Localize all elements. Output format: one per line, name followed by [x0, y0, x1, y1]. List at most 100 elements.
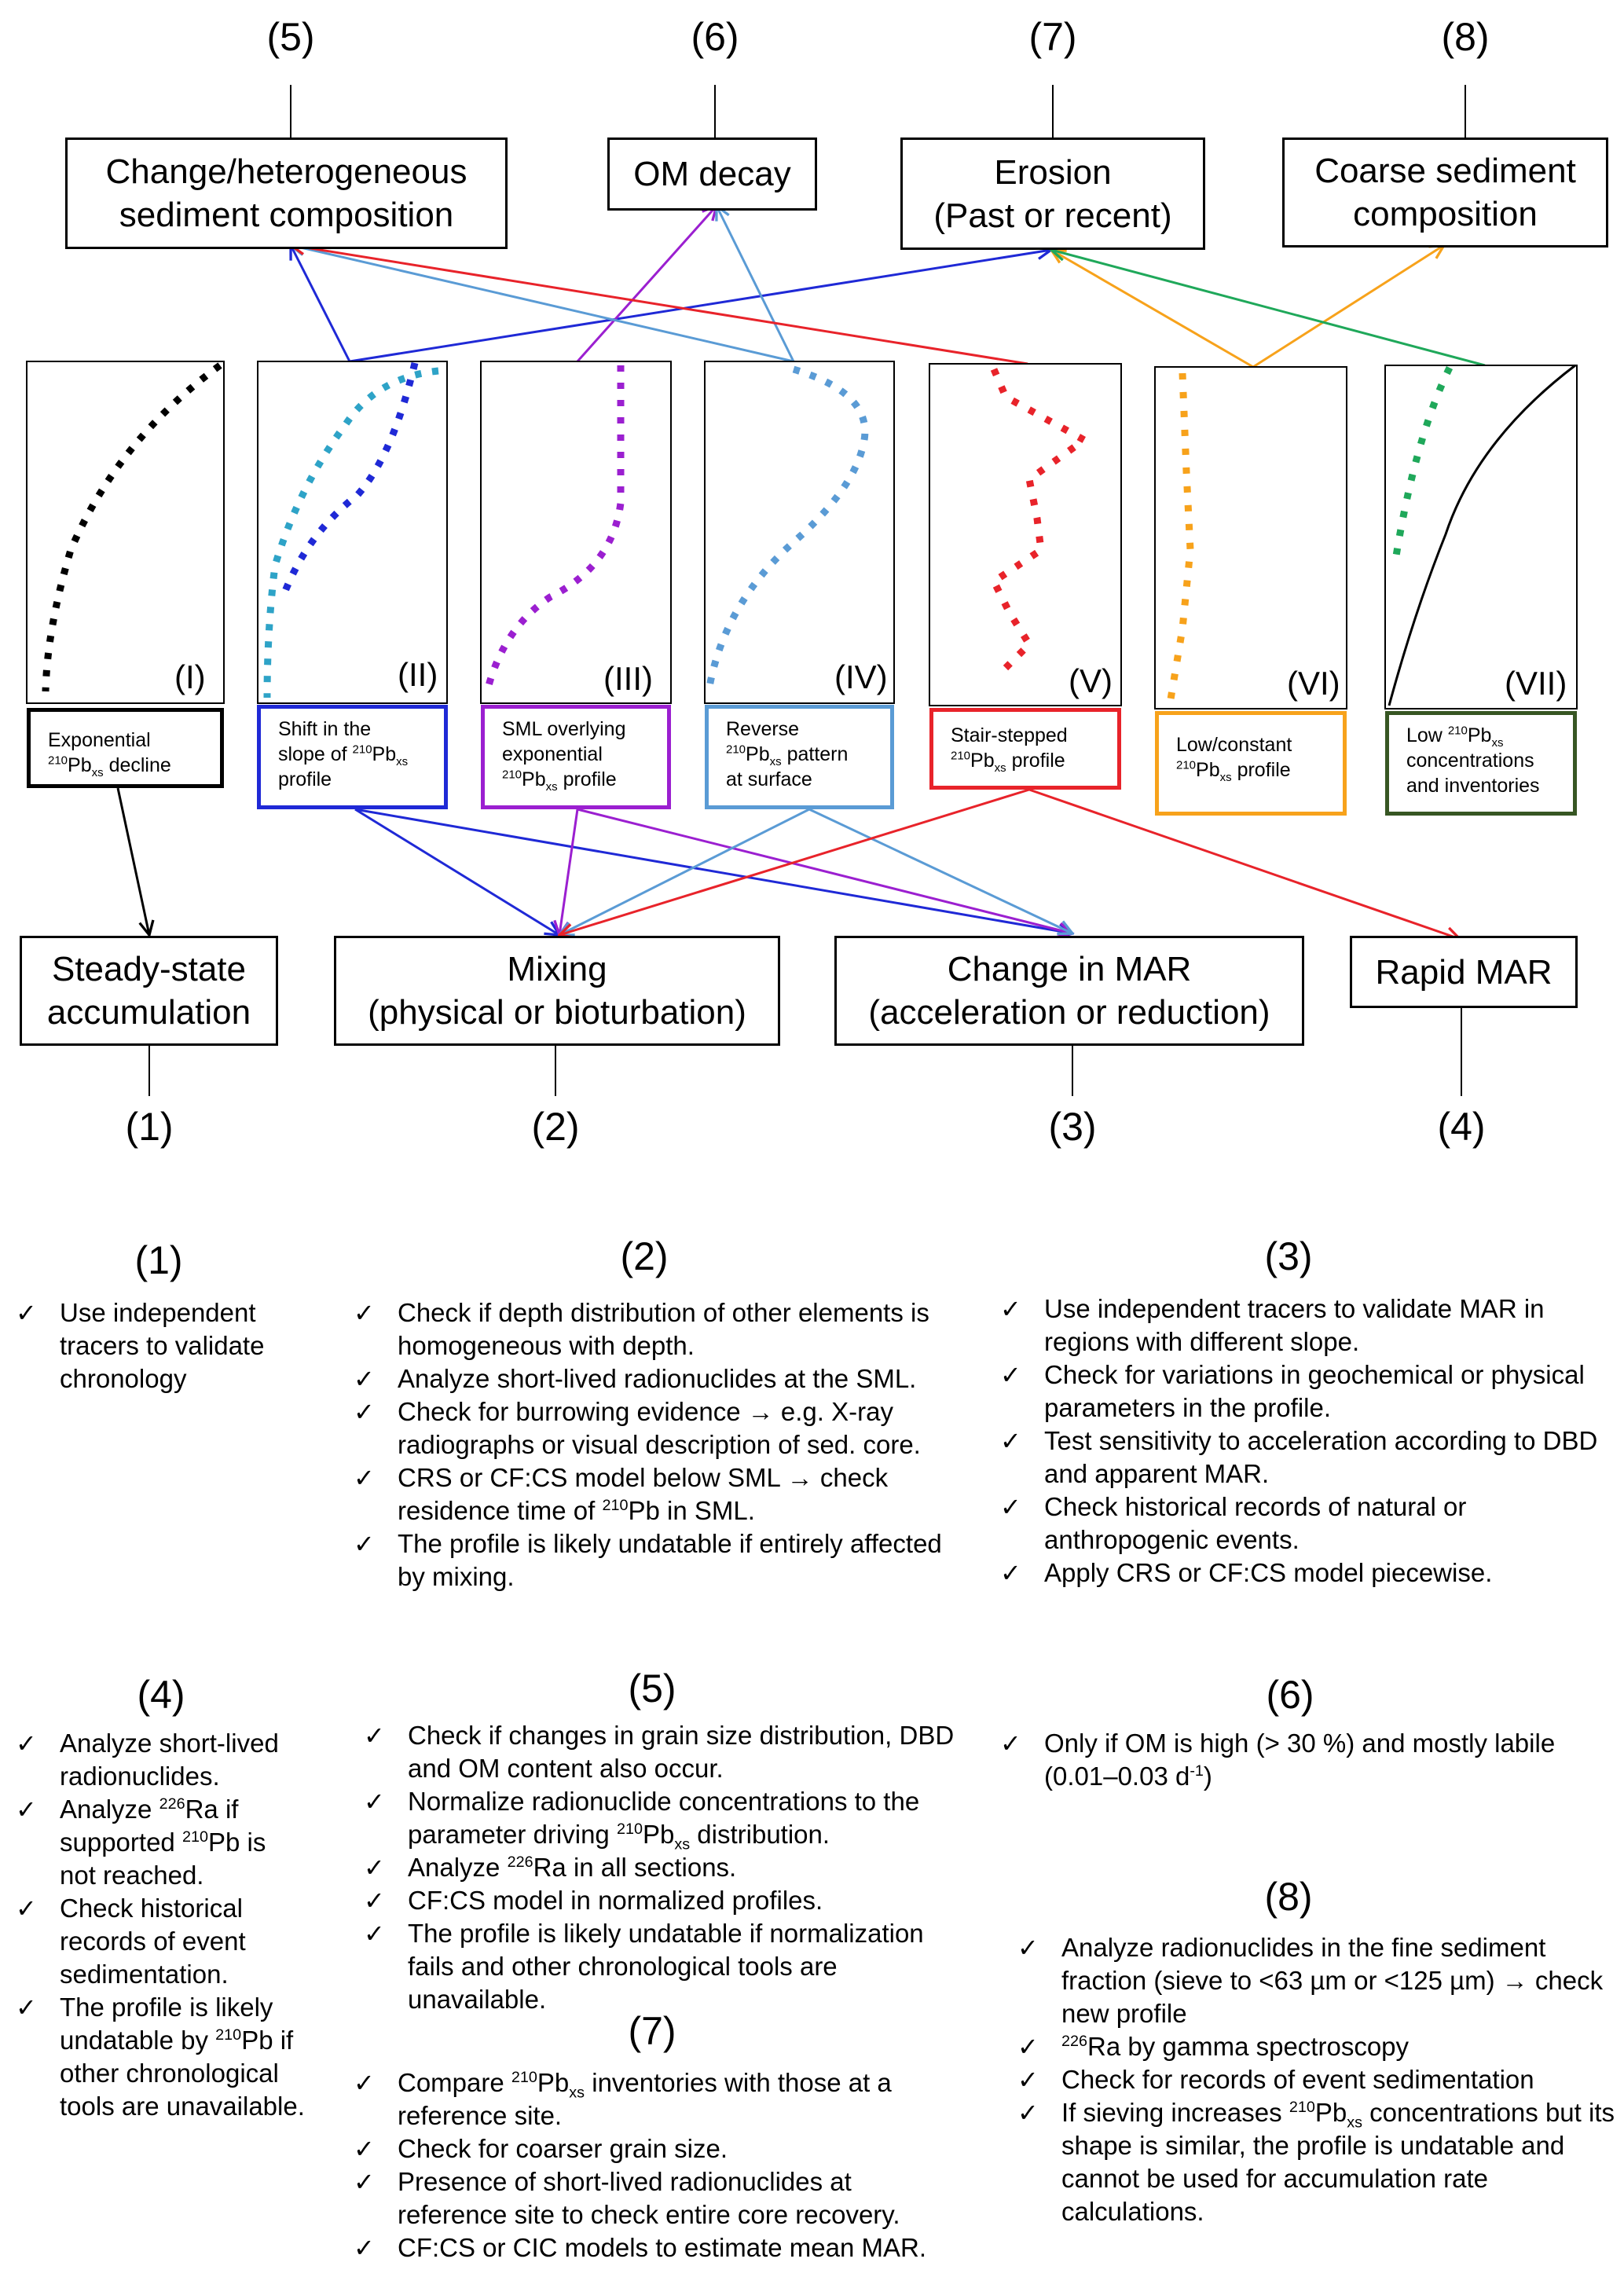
roman-VI: (VI) [1287, 665, 1340, 702]
rec-item: Check if changes in grain size distribut… [364, 1719, 961, 1785]
arrow-V-to-4 [1028, 788, 1460, 939]
rec-heading-2: (2) [620, 1234, 669, 1278]
rec-item: 226Ra by gamma spectroscopy [1017, 2030, 1615, 2063]
rec-item: Use independent tracers to validate chro… [16, 1296, 299, 1395]
rec-list-3: Use independent tracers to validate MAR … [1000, 1292, 1613, 1590]
cause-box-8: Coarse sediment composition [1282, 138, 1608, 248]
rec-item: Check for coarser grain size. [354, 2132, 951, 2165]
arrow-III-to-2 [559, 808, 579, 935]
rec-item: The profile is likely undatable by 210Pb… [16, 1991, 306, 2123]
rec-item: CF:CS or CIC models to estimate mean MAR… [354, 2231, 951, 2264]
number-6: (6) [691, 15, 739, 59]
rec-item: Analyze short-lived radionuclides at the… [354, 1362, 951, 1395]
rec-item: Compare 210Pbxs inventories with those a… [354, 2066, 951, 2132]
top-connectors [290, 85, 1466, 138]
profile-IV-curve [705, 365, 869, 692]
rec-heading-5: (5) [628, 1666, 676, 1710]
rec-item: Test sensitivity to acceleration accordi… [1000, 1424, 1613, 1490]
rec-item: Analyze short-lived radionuclides. [16, 1727, 306, 1793]
number-1: (1) [125, 1105, 174, 1149]
arrow-IV-to-2 [559, 808, 810, 935]
panel-I [26, 361, 225, 704]
roman-VII: (VII) [1505, 665, 1567, 702]
rec-item: Analyze 226Ra if supported 210Pb is not … [16, 1793, 306, 1892]
rec-item: Analyze 226Ra in all sections. [364, 1851, 961, 1884]
arrow-VI-to-8 [1252, 245, 1444, 368]
arrow-III-to-3 [577, 808, 1072, 933]
rec-heading-4: (4) [137, 1673, 185, 1717]
rec-item: Normalize radionuclide concentrations to… [364, 1785, 961, 1852]
arrow-VII-to-7 [1051, 250, 1486, 367]
rec-item: Only if OM is high (> 30 %) and mostly l… [1000, 1727, 1613, 1793]
profile-II-curve-a [263, 367, 439, 698]
arrow-I-to-1 [116, 787, 149, 935]
rec-list-4: Analyze short-lived radionuclides.Analyz… [16, 1727, 306, 2123]
roman-II: (II) [398, 656, 438, 693]
number-3: (3) [1048, 1105, 1097, 1149]
profile-VII-curve-solid [1388, 364, 1576, 706]
panel-VII [1384, 365, 1578, 710]
roman-III: (III) [603, 660, 653, 697]
arrow-II-to-2 [354, 808, 559, 935]
arrow-IV-to-6 [717, 206, 795, 362]
rec-item: Use independent tracers to validate MAR … [1000, 1292, 1613, 1358]
profile-VII-curve-dotted [1391, 366, 1454, 566]
rec-item: Check historical records of event sedime… [16, 1892, 306, 1991]
panel-III [480, 361, 672, 704]
roman-I: (I) [174, 658, 206, 695]
panel-VI [1154, 366, 1347, 710]
rec-item: Check for records of event sedimentation [1017, 2063, 1615, 2096]
rec-item: The profile is likely undatable if norma… [364, 1917, 961, 2016]
arrow-V-to-5 [291, 245, 1028, 365]
rec-item: Check historical records of natural or a… [1000, 1490, 1613, 1556]
arrow-VI-to-7 [1051, 250, 1254, 368]
process-box-2: Mixing (physical or bioturbation) [334, 936, 780, 1046]
arrow-V-to-2 [559, 788, 1030, 935]
cause-box-7: Erosion (Past or recent) [900, 138, 1205, 250]
rec-list-1: Use independent tracers to validate chro… [16, 1296, 299, 1395]
rec-item: The profile is likely undatable if entir… [354, 1527, 951, 1593]
rec-list-5: Check if changes in grain size distribut… [364, 1719, 961, 2016]
rec-heading-1: (1) [134, 1238, 183, 1282]
rec-list-7: Compare 210Pbxs inventories with those a… [354, 2066, 951, 2264]
arrow-II-to-5 [291, 245, 351, 362]
roman-IV: (IV) [834, 658, 888, 695]
arrow-II-to-3 [354, 808, 1072, 933]
arrow-II-to-7 [349, 250, 1051, 363]
rec-item: Presence of short-lived radionuclides at… [354, 2165, 951, 2231]
number-5: (5) [266, 15, 315, 59]
process-box-3: Change in MAR (acceleration or reduction… [834, 936, 1304, 1046]
rec-list-8: Analyze radionuclides in the fine sedime… [1017, 1931, 1615, 2228]
cause-box-5: Change/heterogeneous sediment compositio… [65, 138, 508, 249]
arrow-III-to-6 [576, 206, 717, 362]
rec-item: Check for burrowing evidence → e.g. X-ra… [354, 1395, 951, 1461]
rec-item: If sieving increases 210Pbxs concentrati… [1017, 2096, 1615, 2228]
number-8: (8) [1441, 15, 1490, 59]
profile-III-curve [483, 365, 625, 693]
rec-list-2: Check if depth distribution of other ele… [354, 1296, 951, 1593]
rec-item: Check for variations in geochemical or p… [1000, 1358, 1613, 1424]
number-4: (4) [1437, 1105, 1486, 1149]
arrow-IV-to-5 [291, 245, 794, 363]
number-2: (2) [531, 1105, 580, 1149]
arrow-IV-to-3 [808, 808, 1072, 933]
profile-I-curve [42, 362, 222, 692]
rec-heading-3: (3) [1264, 1234, 1313, 1278]
rec-heading-6: (6) [1266, 1673, 1314, 1717]
panel-V [929, 363, 1122, 706]
process-box-1: Steady-state accumulation [20, 936, 278, 1046]
rec-item: Analyze radionuclides in the fine sedime… [1017, 1931, 1615, 2030]
flow-diagram [26, 85, 1578, 1096]
rec-item: CF:CS model in normalized profiles. [364, 1884, 961, 1917]
rec-heading-8: (8) [1264, 1875, 1313, 1919]
roman-V: (V) [1069, 662, 1113, 699]
rec-heading-7: (7) [628, 2009, 676, 2053]
rec-item: CRS or CF:CS model below SML → check res… [354, 1461, 951, 1527]
